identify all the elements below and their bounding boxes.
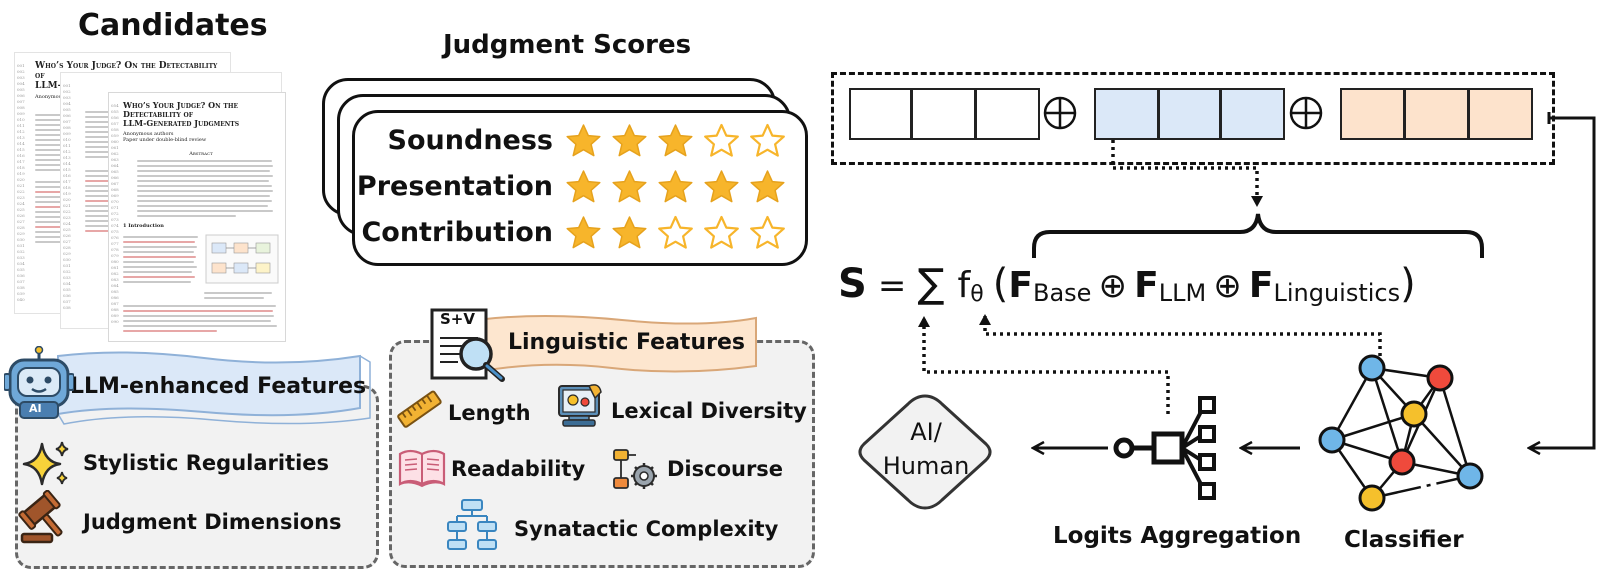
linguistic-feature-cell (1404, 88, 1469, 140)
concat-operator (1289, 96, 1323, 130)
linguistic-feature-lexical-diversity: Lexical Diversity (611, 399, 807, 423)
linguistic-feature-cell (1468, 88, 1533, 140)
paper-figure (205, 234, 279, 284)
concat-operator (1043, 96, 1077, 130)
judgment-scores-title: Judgment Scores (443, 30, 692, 60)
output-label-human: Human (882, 452, 970, 480)
paper-review-note: Paper under double-blind review (123, 137, 207, 143)
linguistic-features-banner (475, 315, 757, 374)
paper-abstract-heading: Abstract (189, 151, 213, 157)
score-label-soundness: Soundness (387, 125, 553, 156)
base-feature-cell (911, 88, 976, 140)
classifier-network-icon (1318, 354, 1484, 512)
star-filled-icon (658, 170, 693, 203)
candidates-title: Candidates (78, 8, 268, 43)
formula-close-paren: ) (1400, 261, 1416, 307)
base-feature-cell (849, 88, 912, 140)
star-filled-icon (612, 170, 647, 203)
formula-f-base: F (1008, 265, 1033, 306)
output-label-ai: AI/ (910, 418, 942, 446)
formula-base-subscript: Base (1033, 279, 1092, 308)
discourse-icon (613, 449, 657, 489)
linguistic-feature-syntactic-complexity: Synatactic Complexity (514, 517, 779, 541)
paper-title-front-line2: LLM-Generated Judgments (123, 118, 240, 128)
output-diamond (858, 394, 992, 510)
llm-features-banner (57, 351, 371, 425)
star-empty-icon (704, 215, 739, 249)
robot-icon (4, 346, 74, 419)
linguistic-feature-discourse: Discourse (667, 457, 784, 481)
formula-sum: ∑ (917, 261, 945, 307)
star-empty-icon (704, 123, 739, 157)
star-filled-icon (612, 124, 647, 157)
star-filled-icon (612, 216, 647, 249)
star-empty-icon (658, 215, 693, 249)
book-icon (398, 449, 446, 488)
formula-llm-subscript: LLM (1158, 279, 1207, 308)
llm-feature-cell (1158, 88, 1221, 140)
formula-equals: = (877, 266, 907, 306)
formula-f-linguistics: F (1248, 265, 1274, 306)
star-rating-contribution (565, 215, 786, 251)
formula-f-llm: F (1134, 265, 1159, 306)
formula-score-symbol: S (838, 261, 867, 307)
star-empty-icon (750, 215, 785, 249)
logits-aggregation-icon (1113, 396, 1216, 500)
ruler-icon (397, 390, 442, 428)
star-filled-icon (566, 170, 601, 203)
star-filled-icon (750, 170, 785, 203)
paper-title: Who’s Your Judge? On the Detectability o… (35, 61, 218, 81)
llm-feature-judgment-dimensions: Judgment Dimensions (83, 510, 342, 534)
star-filled-icon (566, 124, 601, 157)
robot-ai-badge: AI (29, 402, 42, 415)
formula-linguistics-subscript: Linguistics (1273, 279, 1401, 308)
formula-f: f (957, 265, 971, 306)
formula-oplus-1: ⊕ (1098, 266, 1128, 306)
base-feature-cell (975, 88, 1040, 140)
logits-aggregation-label: Logits Aggregation (1053, 523, 1302, 549)
star-filled-icon (704, 170, 739, 203)
document-magnifier-icon (430, 308, 505, 382)
sparkle-icon (22, 441, 69, 486)
formula: S = ∑ fθ (FBase ⊕ FLLM ⊕ FLinguistics) (838, 254, 1416, 314)
star-empty-icon (750, 123, 785, 157)
formula-oplus-2: ⊕ (1213, 266, 1242, 306)
star-rating-presentation (565, 169, 786, 205)
linguistic-feature-length: Length (448, 401, 531, 425)
paper-title-front: Who’s Your Judge? On the Detectability o… (123, 100, 239, 119)
star-filled-icon (658, 124, 693, 157)
gavel-icon (18, 490, 63, 544)
linguistic-features-title: Linguistic Features (508, 330, 745, 355)
lexical-diversity-icon (558, 384, 602, 427)
llm-feature-stylistic-regularities: Stylistic Regularities (83, 451, 330, 475)
linguistic-feature-readability: Readability (451, 457, 586, 481)
paper-intro-heading: 1 Introduction (123, 223, 164, 229)
score-label-presentation: Presentation (356, 171, 553, 202)
syntax-tree-icon (447, 499, 497, 550)
formula-open-paren: ( (992, 261, 1009, 307)
llm-feature-cell (1220, 88, 1285, 140)
paper-authors-front: Anonymous authors (123, 131, 174, 137)
document-icon-text: S+V (440, 310, 475, 328)
llm-features-title: LLM-enhanced Features (70, 374, 367, 399)
classifier-label: Classifier (1344, 527, 1464, 553)
llm-features-panel (15, 385, 379, 569)
score-label-contribution: Contribution (361, 217, 553, 248)
star-filled-icon (566, 216, 601, 249)
star-rating-soundness (565, 123, 786, 159)
formula-theta: θ (970, 282, 984, 308)
